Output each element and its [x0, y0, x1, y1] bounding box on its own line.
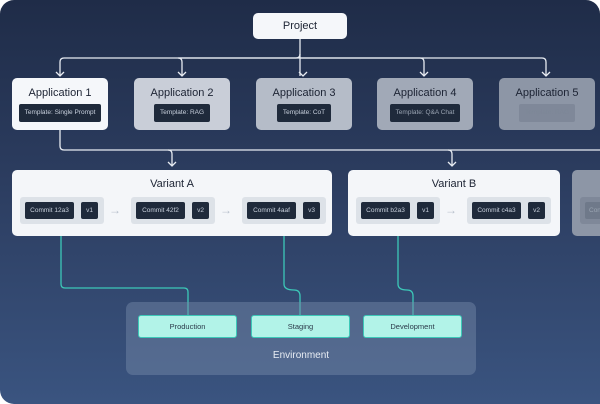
environment-group: Production Staging Development Environme…	[126, 302, 476, 375]
commit-group[interactable]: Commit 4aaf v3	[242, 197, 326, 224]
variant-b-card[interactable]: Variant B Commit b2a3 v1 → Commit c4a3 v…	[348, 170, 560, 236]
variant-a-card[interactable]: Variant A Commit 12a3 v1 → Commit 42f2 v…	[12, 170, 332, 236]
template-badge: Template: RAG	[153, 104, 211, 122]
template-badge: Template: Q&A Chat	[389, 104, 461, 122]
commit-chip: Commit 42f2	[136, 202, 185, 219]
application-3-card[interactable]: Application 3 Template: CoT	[256, 78, 352, 130]
application-4-card[interactable]: Application 4 Template: Q&A Chat	[377, 78, 473, 130]
environment-staging[interactable]: Staging	[251, 315, 350, 338]
version-chip: v2	[528, 202, 545, 219]
commit-chip: Con	[585, 202, 600, 219]
environment-label: Environment	[272, 350, 330, 361]
commit-group[interactable]: Commit b2a3 v1	[356, 197, 440, 224]
version-chip: v1	[81, 202, 98, 219]
application-title: Application 4	[393, 87, 457, 99]
application-2-card[interactable]: Application 2 Template: RAG	[134, 78, 230, 130]
environment-production[interactable]: Production	[138, 315, 237, 338]
commit-chip: Commit b2a3	[361, 202, 410, 219]
application-title: Application 3	[272, 87, 336, 99]
application-title: Application 5	[515, 87, 579, 99]
variant-c-card-partial[interactable]: Con	[572, 170, 600, 236]
variant-title: Variant B	[431, 178, 477, 190]
project-connectors	[55, 39, 600, 167]
version-chip: v2	[192, 202, 209, 219]
arrow-right-icon: →	[109, 203, 121, 217]
application-title: Application 2	[150, 87, 214, 99]
application-1-card[interactable]: Application 1 Template: Single Prompt	[12, 78, 108, 130]
commit-group[interactable]: Commit 12a3 v1	[20, 197, 104, 224]
template-badge: Template: Single Prompt	[18, 104, 102, 122]
version-chip: v3	[303, 202, 320, 219]
commit-group[interactable]: Commit 42f2 v2	[131, 197, 215, 224]
variant-title: Variant A	[150, 178, 194, 190]
version-chip: v1	[417, 202, 434, 219]
template-badge: Template: RAG	[518, 104, 576, 122]
environment-development[interactable]: Development	[363, 315, 462, 338]
commit-group[interactable]: Commit c4a3 v2	[467, 197, 551, 224]
template-badge: Template: CoT	[276, 104, 332, 122]
commit-chip: Commit 4aaf	[247, 202, 296, 219]
arrow-right-icon: →	[220, 203, 232, 217]
project-node[interactable]: Project	[253, 13, 347, 39]
commit-group: Con	[580, 197, 600, 224]
application-title: Application 1	[28, 87, 92, 99]
commit-chip: Commit 12a3	[25, 202, 74, 219]
arrow-right-icon: →	[445, 203, 457, 217]
commit-chip: Commit c4a3	[472, 202, 521, 219]
application-5-card[interactable]: Application 5 Template: RAG	[499, 78, 595, 130]
